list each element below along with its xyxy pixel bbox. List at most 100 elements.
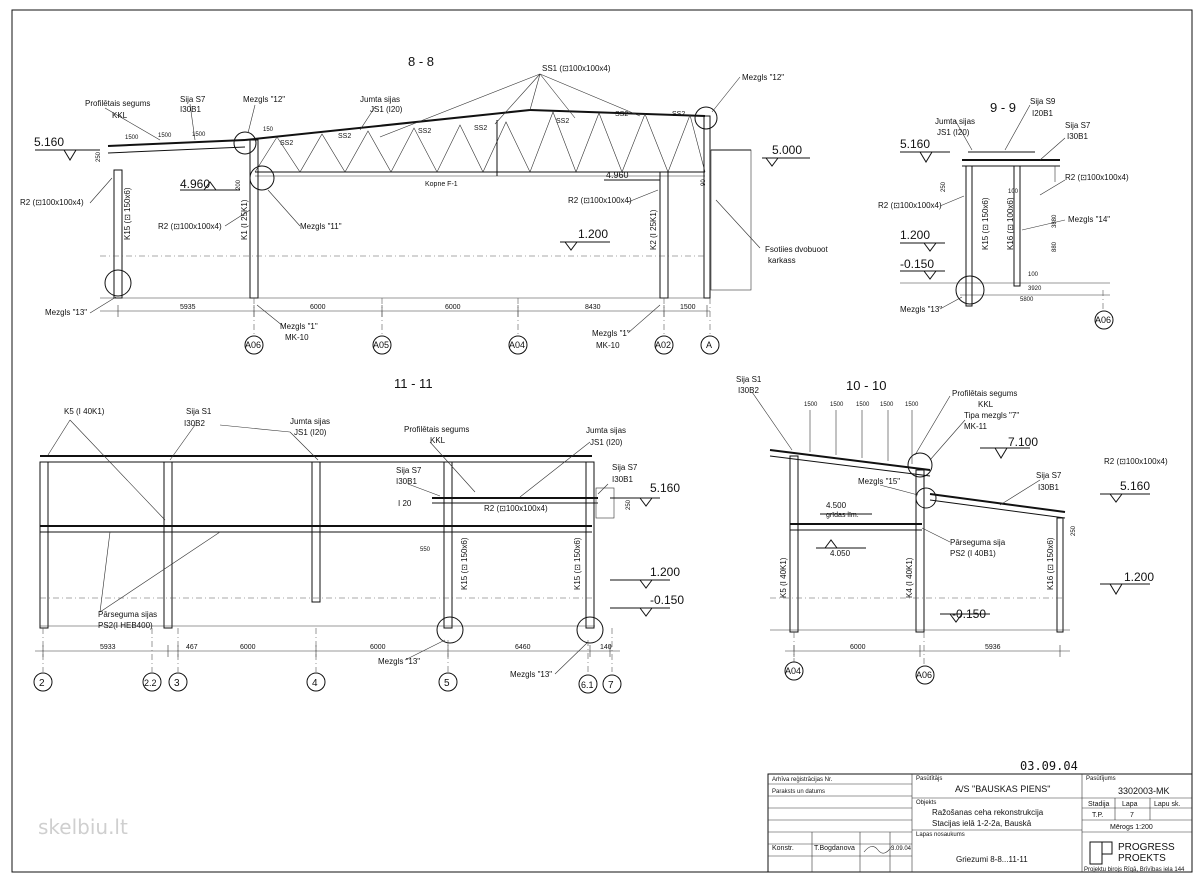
label-i30b1-99: I30B1 [1067,132,1088,141]
label-k15-1111-a: K15 (⊡ 150x6) [460,537,469,590]
label-mezgls13-99: Mezgls "13" [900,305,942,314]
dim-1111-1: 5933 [100,644,116,651]
label-i30b1-1010: I30B1 [1038,483,1059,492]
axis-88-A05: A05 [372,335,392,355]
label-prof-segums-1111: Profilētais segums [404,425,469,434]
svg-text:A06: A06 [916,670,932,680]
level-1200: 1.200 [578,227,608,241]
label-mezgls13: Mezgls "13" [45,308,87,317]
label-i30b1-1111-b: I30B1 [612,475,633,484]
label-kkl-1111: KKL [430,436,446,445]
level-0150-1010: -0.150 [952,607,986,621]
dim-88-2: 6000 [310,304,326,311]
svg-text:A: A [706,340,712,350]
label-ps2-1111: PS2(I HEB400) [98,621,153,630]
label-ss2-2: SS2 [338,133,351,140]
svg-text:PROGRESS: PROGRESS [1118,842,1175,853]
svg-text:2: 2 [39,678,45,689]
label-js1: JS1 (I20) [370,105,403,114]
label-kkl: KKL [112,111,128,120]
sheet-border [11,9,1193,873]
svg-text:6.1: 6.1 [581,680,594,690]
level-0150-1111: -0.150 [650,593,684,607]
label-mk10-b: MK-10 [596,341,620,350]
axis-1010-A06: A06 [915,665,935,685]
axis-1111-2.2: 2.2 [142,672,162,692]
svg-text:3: 3 [174,678,180,689]
label-k2: K2 (I 25K1) [649,209,658,250]
label-i30b2-1010: I30B2 [738,386,759,395]
dim-100b-99: 100 [1028,272,1039,278]
label-js1-1111: JS1 (I20) [294,428,327,437]
section-9-9: 9 - 9 A06 Sija S9 I20B1 Jumta sijas JS1 [878,97,1129,330]
svg-text:4: 4 [312,678,318,689]
dim-1500-a: 1500 [125,135,139,141]
level-5160-99: 5.160 [900,137,930,151]
dim-1111-3: 6000 [240,644,256,651]
label-r2-right: R2 (⊡100x100x4) [568,196,632,205]
label-jumta-sijas-1111: Jumta sijas [290,417,330,426]
dim-88-1: 5935 [180,304,196,311]
dim-1500-c: 1500 [192,132,206,138]
axis-1111-6.1: 6.1 [578,674,598,694]
axis-99-A06: A06 [1094,310,1114,330]
tb-address: Projektu birojs Rīgā, Brīvības iela 144 [1084,867,1185,873]
section-10-10: 10 - 10 6000 5936 A04 A06 [736,375,1168,685]
label-k15-99: K15 (⊡ 150x6) [981,197,990,250]
tb-lapu-sk: Lapu sk. [1154,801,1181,808]
label-i30b1-1111-a: I30B1 [396,477,417,486]
label-mezgls14: Mezgls "14" [1068,215,1110,224]
label-js1-99: JS1 (I20) [937,128,970,137]
dim-3920: 3920 [1028,286,1042,292]
label-r2-1111: R2 (⊡100x100x4) [484,504,548,513]
level-1200-1111: 1.200 [650,565,680,579]
level-4500-1010: 4.500 [826,501,847,510]
dim-200: 200 [236,179,242,190]
dim-90: 90 [701,179,707,186]
label-pars-sijas-1111: Pārseguma sijas [98,610,157,619]
level-1200-1010: 1.200 [1124,570,1154,584]
tb-stadija: Stadija [1088,801,1110,808]
level-4050-1010: 4.050 [830,549,851,558]
level-5160-1111: 5.160 [650,481,680,495]
watermark-skelbiu: skelbiu.lt [38,815,128,839]
svg-text:7: 7 [608,680,614,691]
axis-1111-4: 4 [306,672,326,692]
level-5160-1010: 5.160 [1120,479,1150,493]
svg-text:A04: A04 [509,340,525,350]
tb-pasutijums-label: Pasūtījums [1086,776,1116,782]
label-pars-sija-1010: Pārseguma sija [950,538,1006,547]
tb-order: 3302003-MK [1118,786,1170,796]
section-10-10-title: 10 - 10 [846,378,886,393]
dim-250-1010: 250 [1071,525,1077,536]
label-mezgls1-a: Mezgls "1" [280,322,318,331]
label-mezgls12-left: Mezgls "12" [243,95,285,104]
label-kopne: Kopne F-1 [425,181,458,188]
svg-text:A06: A06 [245,340,261,350]
axis-88-A: A [700,335,720,355]
tb-paraksts: Paraksts un datums [772,789,825,795]
dim-5800: 5800 [1020,297,1034,303]
tb-lapa-value: 7 [1130,812,1134,819]
dim-1111-4: 6000 [370,644,386,651]
label-jumta-sijas: Jumta sijas [360,95,400,104]
level-5160: 5.160 [34,135,64,149]
label-k15-1111-b: K15 (⊡ 150x6) [573,537,582,590]
axis-1111-5: 5 [438,672,458,692]
label-foot2: karkass [768,256,796,265]
dim-1111-5: 6460 [515,644,531,651]
label-sija-s7-1010: Sija S7 [1036,471,1062,480]
label-i30b1: I30B1 [180,105,201,114]
label-r2-99-left: R2 (⊡100x100x4) [878,201,942,210]
label-k16-99: K16 (⊡ 100x6) [1006,197,1015,250]
level-7100-1010: 7.100 [1008,435,1038,449]
label-prof-segums: Profilētais segums [85,99,150,108]
section-8-8: 8 - 8 [20,54,828,355]
label-k5-1111: K5 (I 40K1) [64,407,105,416]
label-sija-s7: Sija S7 [180,95,206,104]
dim-250: 250 [96,151,102,162]
label-k1: K1 (I 25K1) [240,199,249,240]
svg-text:A02: A02 [655,340,671,350]
